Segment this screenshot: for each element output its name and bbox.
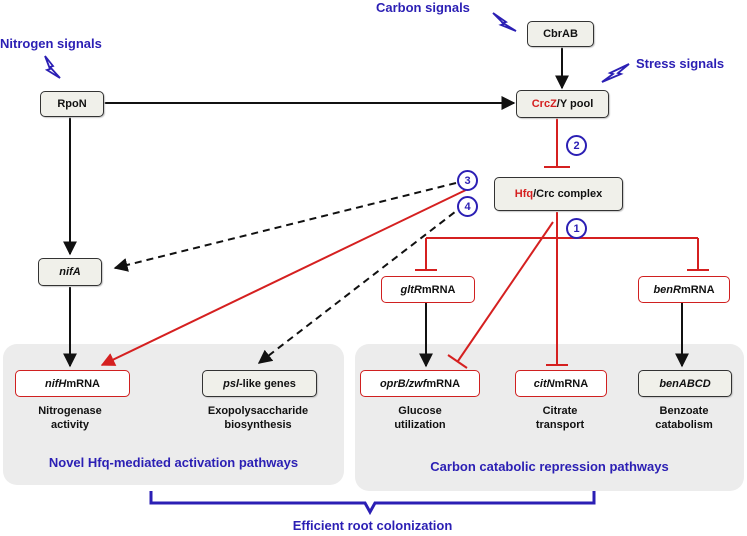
exopolysaccharide-desc: Exopolysaccharide biosynthesis	[207, 405, 309, 431]
benr-mrna-suffix: mRNA	[680, 283, 715, 296]
step-badge-4: 4	[457, 196, 478, 217]
nifh-mrna-suffix: mRNA	[66, 377, 100, 390]
crcz-label: CrcZ	[531, 98, 557, 110]
gltr-mrna-node: gltR mRNA	[381, 276, 475, 303]
step-badge-2: 2	[566, 135, 587, 156]
gltr-label: gltR	[400, 283, 422, 296]
carbon-signal-bolt-icon	[492, 12, 517, 32]
step-badge-3: 3	[457, 170, 478, 191]
pathway3-dashed-arrow	[113, 182, 457, 272]
nifa-node: nifA	[38, 258, 102, 286]
pathway3-red-arrow	[100, 187, 471, 366]
repression-panel-title: Carbon catabolic repression pathways	[430, 459, 669, 474]
crc-complex-label: /Crc complex	[533, 188, 603, 200]
nitrogen-signals-label: Nitrogen signals	[0, 36, 102, 51]
stress-signals-label: Stress signals	[636, 56, 725, 71]
cbrab-label: CbrAB	[543, 28, 578, 40]
cbrab-node: CbrAB	[527, 21, 594, 47]
activation-panel-title: Novel Hfq-mediated activation pathways	[48, 455, 299, 470]
root-colonization-bracket	[149, 491, 596, 516]
nitrogen-signal-bolt-icon	[44, 55, 61, 79]
oprb-mrna-suffix: mRNA	[426, 377, 461, 390]
citn-mrna-suffix: mRNA	[554, 377, 589, 390]
rpon-node: RpoN	[40, 91, 104, 117]
benzoate-desc: Benzoate catabolism	[655, 405, 713, 431]
root-colonization-label: Efficient root colonization	[292, 518, 453, 533]
y-pool-label: /Y pool	[556, 98, 594, 110]
gltr-mrna-suffix: mRNA	[421, 283, 456, 296]
benr-label: benR	[653, 283, 681, 296]
benabcd-label: benABCD	[659, 377, 711, 390]
oprb-zwf-mrna-node: oprB/zwf mRNA	[360, 370, 480, 397]
hfq-label: Hfq	[514, 188, 534, 200]
step-badge-1: 1	[566, 218, 587, 239]
hfq-crc-complex-node: Hfq/Crc complex	[494, 177, 623, 211]
citn-label: citN	[533, 377, 555, 390]
nifh-label: nifH	[44, 377, 67, 390]
benr-mrna-node: benR mRNA	[638, 276, 730, 303]
rpon-label: RpoN	[57, 98, 87, 110]
citrate-desc: Citrate transport	[535, 405, 585, 431]
activation-panel	[3, 344, 344, 485]
stress-signal-bolt-icon	[601, 63, 630, 83]
citn-mrna-node: citN mRNA	[515, 370, 607, 397]
nifa-label: nifA	[59, 266, 81, 278]
psl-label: psl	[223, 377, 240, 390]
glucose-desc: Glucose utilization	[394, 405, 446, 431]
nifh-mrna-node: nifH mRNA	[15, 370, 130, 397]
oprb-zwf-label: oprB/zwf	[379, 377, 427, 390]
repression-panel	[355, 344, 744, 491]
carbon-signals-label: Carbon signals	[376, 0, 470, 15]
hfq-inhibits-oprb	[457, 221, 554, 362]
psl-genes-suffix: -like genes	[239, 377, 296, 390]
benabcd-node: benABCD	[638, 370, 732, 397]
psl-genes-node: psl-like genes	[202, 370, 317, 397]
nitrogenase-desc: Nitrogenase activity	[38, 405, 102, 431]
crcz-pool-node: CrcZ/Y pool	[516, 90, 609, 118]
